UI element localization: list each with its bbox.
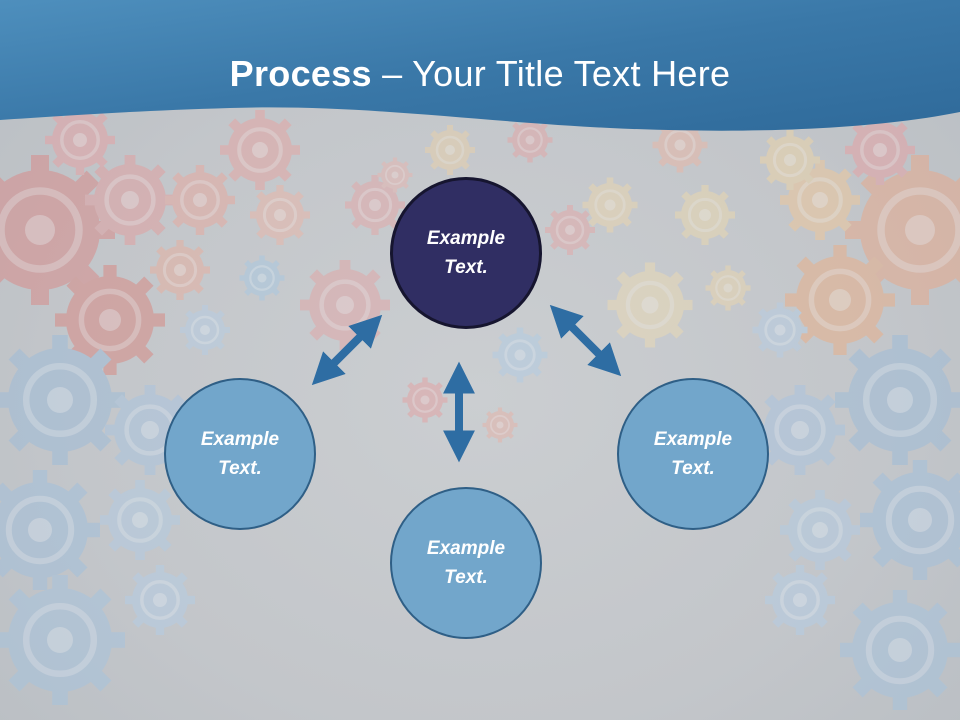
title-bold-text: Process — [229, 53, 372, 94]
left-node: Example Text. — [164, 378, 316, 530]
slide-title: Process – Your Title Text Here — [0, 52, 960, 96]
center-node: Example Text. — [390, 177, 542, 329]
left-node-text: Example Text. — [200, 429, 280, 479]
title-banner — [0, 0, 960, 131]
center-node-text: Example Text. — [426, 228, 506, 278]
right-node-text: Example Text. — [653, 429, 733, 479]
title-rest-text: – Your Title Text Here — [371, 53, 731, 94]
bottom-node-text: Example Text. — [426, 538, 506, 588]
right-node: Example Text. — [617, 378, 769, 530]
bottom-node: Example Text. — [390, 487, 542, 639]
